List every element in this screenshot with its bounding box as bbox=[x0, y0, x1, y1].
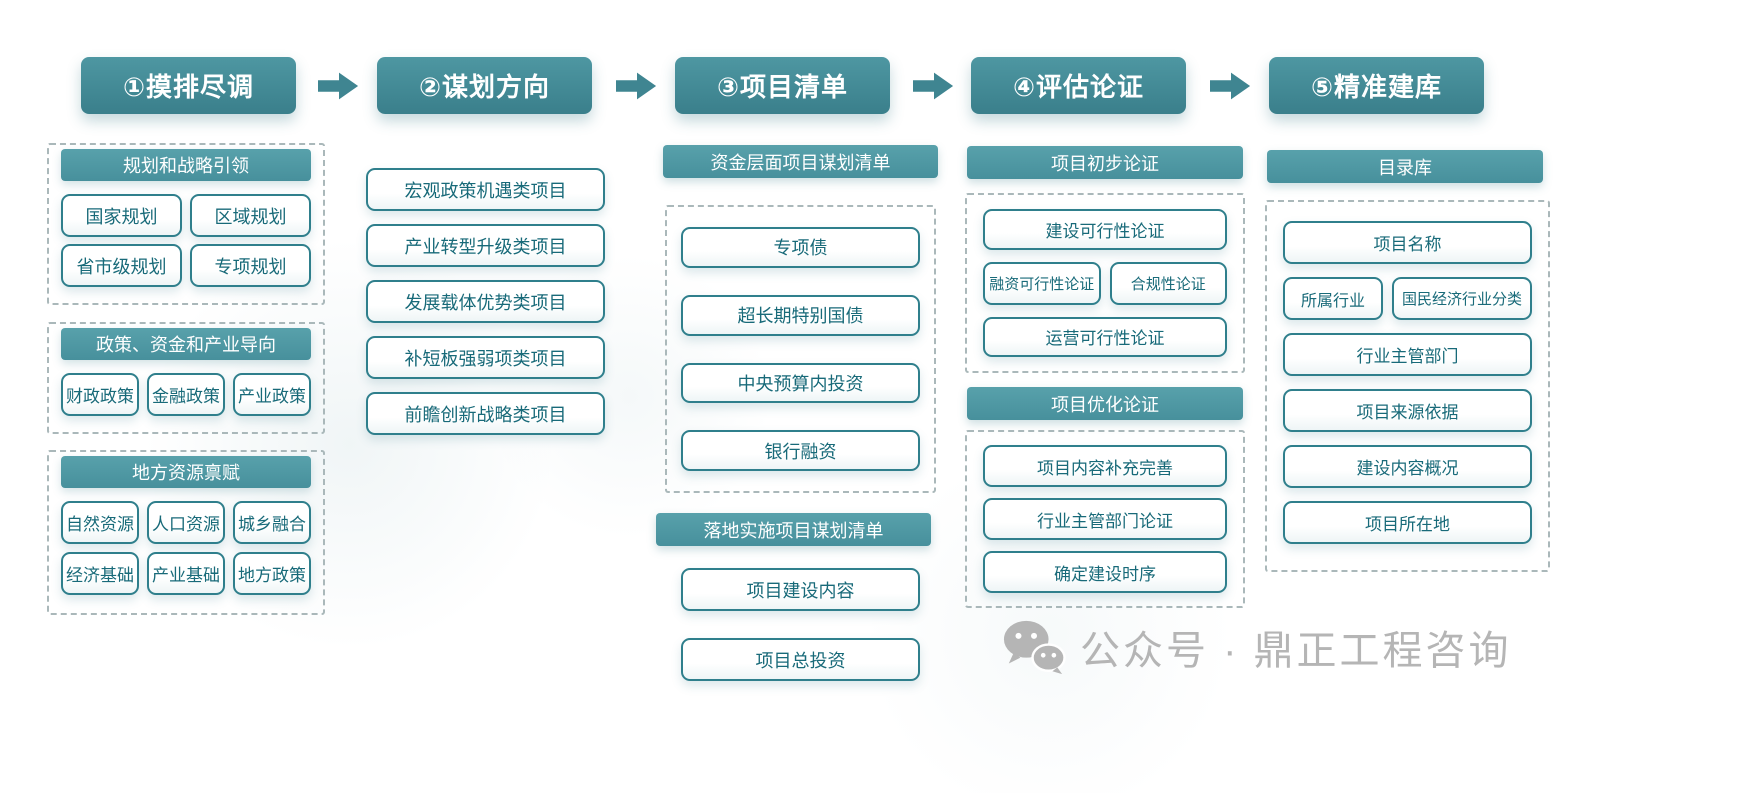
optimization-evaluation-title-bar: 项目优化论证 bbox=[967, 387, 1243, 420]
flow-box-bank-financing: 银行融资 bbox=[681, 430, 920, 471]
flow-box-ultra-long-treasury-bonds: 超长期特别国债 bbox=[681, 294, 920, 336]
flow-box-macro-policy-projects: 宏观政策机遇类项目 bbox=[366, 168, 605, 211]
preliminary-evaluation-panel: 建设可行性论证 融资可行性论证 合规性论证 运营可行性论证 bbox=[965, 193, 1245, 373]
flow-box-industry: 所属行业 bbox=[1283, 277, 1383, 320]
watermark: 公众号 · 鼎正工程咨询 bbox=[1002, 618, 1512, 676]
survey-resource-group: 地方资源禀赋 自然资源 人口资源 城乡融合 经济基础 产业基础 地方政策 bbox=[47, 450, 325, 615]
survey-policy-group: 政策、资金和产业导向 财政政策 金融政策 产业政策 bbox=[47, 322, 325, 434]
flow-box-construction-feasibility: 建设可行性论证 bbox=[983, 209, 1227, 250]
flow-box-industry-authority: 行业主管部门 bbox=[1283, 333, 1532, 376]
flow-box-financing-feasibility: 融资可行性论证 bbox=[983, 261, 1101, 305]
flow-box-national-economy-industry-class: 国民经济行业分类 bbox=[1392, 277, 1532, 320]
survey-planning-group-title: 规划和战略引领 bbox=[61, 149, 311, 181]
flow-box-project-name: 项目名称 bbox=[1283, 221, 1532, 264]
flow-box-carrier-advantage-projects: 发展载体优势类项目 bbox=[366, 280, 605, 323]
catalog-database-title-bar: 目录库 bbox=[1267, 150, 1543, 183]
survey-resource-group-title: 地方资源禀赋 bbox=[61, 456, 311, 488]
flow-box-shortboard-projects: 补短板强弱项类项目 bbox=[366, 336, 605, 379]
arrow-right-icon bbox=[913, 72, 954, 100]
flow-box-financial-policy: 金融政策 bbox=[147, 373, 225, 416]
flow-box-authority-evaluation: 行业主管部门论证 bbox=[983, 498, 1227, 540]
survey-resource-grid: 自然资源 人口资源 城乡融合 经济基础 产业基础 地方政策 bbox=[61, 501, 311, 595]
implementation-list-title-bar: 落地实施项目谋划清单 bbox=[656, 513, 931, 546]
stage-1-survey-header: ①摸排尽调 bbox=[81, 57, 296, 114]
flow-box-total-investment: 项目总投资 bbox=[681, 638, 920, 681]
arrow-right-icon bbox=[318, 72, 359, 100]
flow-box-project-location: 项目所在地 bbox=[1283, 501, 1532, 544]
wechat-icon bbox=[1003, 620, 1066, 675]
survey-policy-grid: 财政政策 金融政策 产业政策 bbox=[61, 373, 311, 416]
flow-box-industry-upgrade-projects: 产业转型升级类项目 bbox=[366, 224, 605, 267]
flow-box-compliance-evaluation: 合规性论证 bbox=[1109, 261, 1227, 305]
optimization-evaluation-panel: 项目内容补充完善 行业主管部门论证 确定建设时序 bbox=[965, 430, 1245, 608]
industry-pair-row: 所属行业 国民经济行业分类 bbox=[1283, 277, 1532, 320]
flow-box-fiscal-policy: 财政政策 bbox=[61, 373, 139, 416]
survey-planning-grid: 国家规划 区域规划 省市级规划 专项规划 bbox=[61, 194, 311, 287]
direction-list: 宏观政策机遇类项目 产业转型升级类项目 发展载体优势类项目 补短板强弱项类项目 … bbox=[366, 168, 605, 435]
survey-policy-group-title: 政策、资金和产业导向 bbox=[61, 328, 311, 360]
flow-box-construction-content: 项目建设内容 bbox=[681, 568, 920, 611]
flow-box-urban-rural: 城乡融合 bbox=[233, 501, 311, 544]
flow-box-national-plan: 国家规划 bbox=[61, 194, 182, 237]
flow-box-regional-plan: 区域规划 bbox=[190, 194, 311, 237]
flow-box-provincial-plan: 省市级规划 bbox=[61, 244, 182, 287]
arrow-right-icon bbox=[1210, 72, 1251, 100]
feasibility-pair-row: 融资可行性论证 合规性论证 bbox=[983, 261, 1227, 305]
stage-3-project-list-header: ③项目清单 bbox=[675, 57, 890, 114]
stage-5-database-header: ⑤精准建库 bbox=[1269, 57, 1484, 114]
flow-box-special-plan: 专项规划 bbox=[190, 244, 311, 287]
flow-box-construction-overview: 建设内容概况 bbox=[1283, 445, 1532, 488]
funding-list-title-bar: 资金层面项目谋划清单 bbox=[663, 145, 938, 178]
flow-box-natural-resources: 自然资源 bbox=[61, 501, 139, 544]
flow-box-population-resources: 人口资源 bbox=[147, 501, 225, 544]
flow-box-special-bonds: 专项债 bbox=[681, 227, 920, 268]
flow-box-industrial-policy: 产业政策 bbox=[233, 373, 311, 416]
flow-box-operation-feasibility: 运营可行性论证 bbox=[983, 316, 1227, 357]
flow-box-economic-base: 经济基础 bbox=[61, 552, 139, 595]
flow-box-project-source-basis: 项目来源依据 bbox=[1283, 389, 1532, 432]
flow-box-content-completion: 项目内容补充完善 bbox=[983, 445, 1227, 487]
arrow-right-icon bbox=[616, 72, 657, 100]
funding-list-panel: 专项债 超长期特别国债 中央预算内投资 银行融资 bbox=[665, 205, 936, 493]
flow-box-central-budget-investment: 中央预算内投资 bbox=[681, 362, 920, 404]
flow-box-innovation-strategy-projects: 前瞻创新战略类项目 bbox=[366, 392, 605, 435]
survey-planning-group: 规划和战略引领 国家规划 区域规划 省市级规划 专项规划 bbox=[47, 143, 325, 305]
flow-box-industrial-base: 产业基础 bbox=[147, 552, 225, 595]
catalog-database-panel: 项目名称 所属行业 国民经济行业分类 行业主管部门 项目来源依据 建设内容概况 … bbox=[1265, 200, 1550, 572]
watermark-text: 公众号 · 鼎正工程咨询 bbox=[1080, 629, 1512, 673]
stage-2-direction-header: ②谋划方向 bbox=[377, 57, 592, 114]
flow-box-construction-sequence: 确定建设时序 bbox=[983, 551, 1227, 593]
stage-4-evaluation-header: ④评估论证 bbox=[971, 57, 1186, 114]
flow-box-local-policy: 地方政策 bbox=[233, 552, 311, 595]
preliminary-evaluation-title-bar: 项目初步论证 bbox=[967, 146, 1243, 179]
